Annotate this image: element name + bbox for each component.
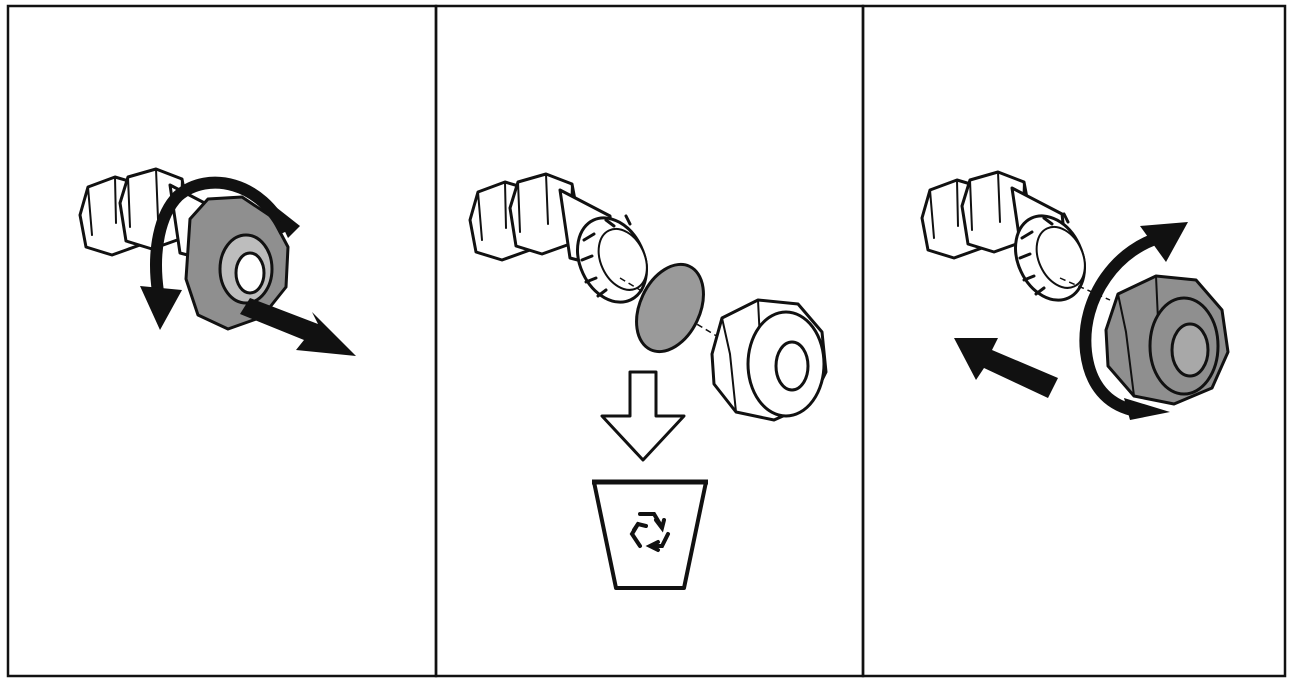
panel-1-frame — [6, 4, 438, 678]
gland-cap-icon — [1104, 274, 1230, 406]
recycle-bin-icon — [592, 479, 708, 590]
panel-3-frame — [861, 4, 1287, 678]
push-in-arrow-icon — [954, 338, 1058, 398]
cable-gland-body-icon — [468, 172, 662, 315]
cable-gland-body-icon — [920, 170, 1100, 313]
panel-2-remove-seal — [468, 172, 828, 590]
recycle-symbol-icon — [629, 512, 670, 552]
cable-gland-icon — [78, 167, 290, 331]
rotate-counterclockwise-arrow-icon — [140, 176, 300, 330]
pull-out-arrow-icon — [240, 298, 356, 356]
panel-frames — [6, 4, 1287, 678]
panel-3-screw-cap — [920, 170, 1230, 420]
rotate-clockwise-arrow-icon — [1079, 222, 1188, 420]
down-arrow-icon — [600, 370, 686, 462]
panel-1-unscrew-cap — [78, 167, 356, 356]
axis-line — [1059, 277, 1111, 301]
sealing-disc-icon — [635, 262, 705, 354]
gland-cap-icon — [710, 298, 828, 422]
